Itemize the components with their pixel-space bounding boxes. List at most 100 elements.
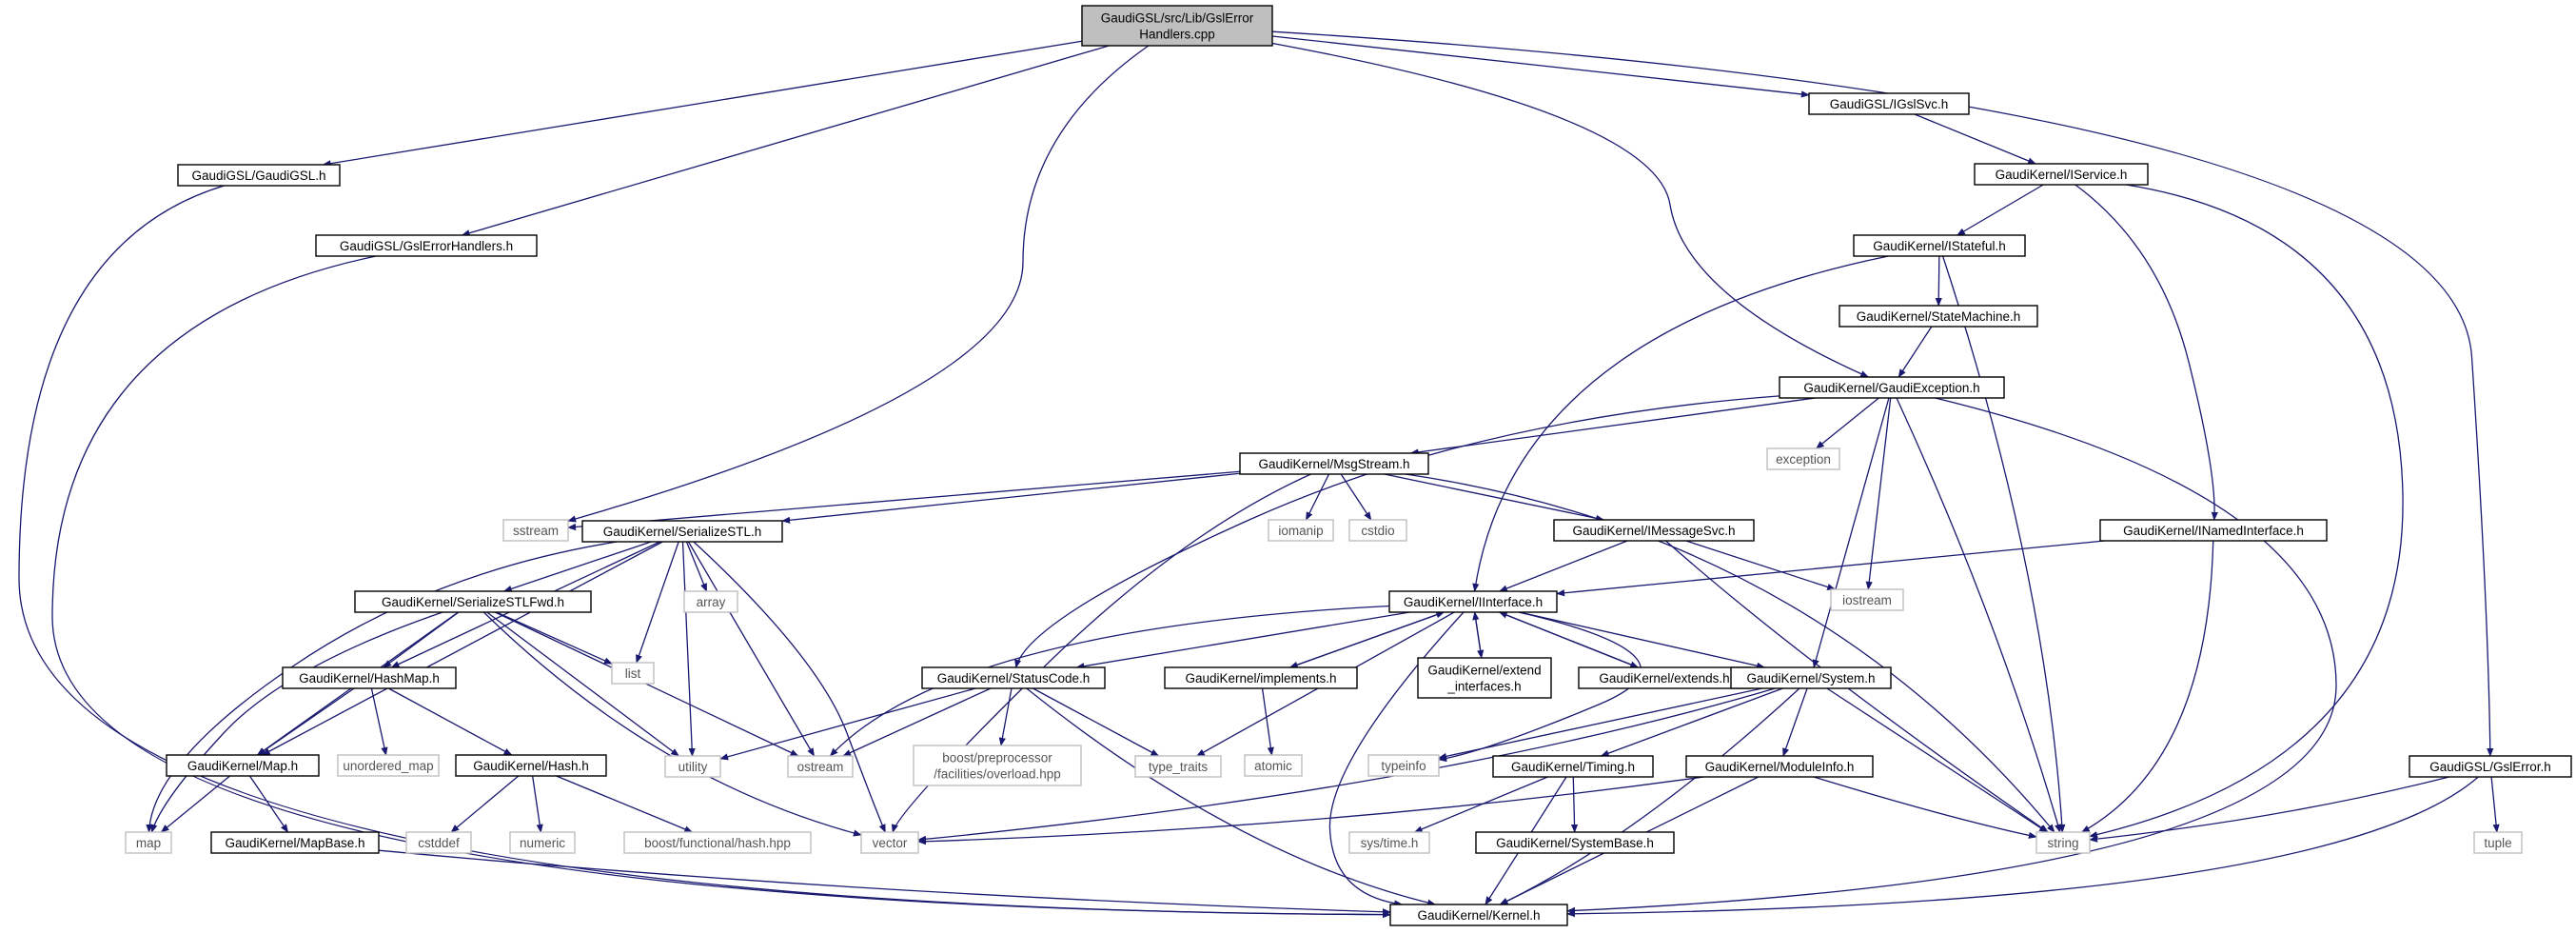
node-box	[1779, 376, 2005, 399]
edge-istateful_h-to-iinterface_h	[1472, 255, 1889, 592]
node-sstream: sstream	[502, 519, 569, 542]
node-serializestl-h[interactable]: GaudiKernel/SerializeSTL.h	[581, 520, 783, 543]
node-system-h[interactable]: GaudiKernel/System.h	[1730, 666, 1892, 689]
node-cstdio: cstdio	[1348, 519, 1407, 542]
node-layer: GaudiGSL/src/Lib/GslErrorHandlers.cppGau…	[125, 5, 2572, 926]
node-typeinfo: typeinfo	[1367, 754, 1440, 777]
edge-moduleinfo_h-to-vector	[917, 776, 1704, 845]
node-box	[2473, 831, 2523, 854]
node-box	[581, 520, 783, 543]
node-gaudigsl-h[interactable]: GaudiGSL/GaudiGSL.h	[177, 164, 341, 187]
edge-gslerror_h-to-kernel_h	[1566, 776, 2479, 918]
edge-gaudiexception_h-to-statuscode_h	[1014, 395, 1780, 668]
node-label: map	[136, 836, 161, 850]
node-label: Handlers.cpp	[1139, 28, 1215, 42]
edge-serializestl_h-to-vector	[693, 541, 886, 833]
node-moduleinfo-h[interactable]: GaudiKernel/ModuleInfo.h	[1685, 755, 1874, 778]
node-string: string	[2035, 831, 2091, 854]
node-iservice-h[interactable]: GaudiKernel/IService.h	[1974, 163, 2149, 186]
node-vector: vector	[860, 831, 919, 854]
node-label: atomic	[1254, 759, 1292, 773]
node-label: GaudiKernel/IStateful.h	[1873, 239, 2006, 253]
node-gslerrorhandlers-h[interactable]: GaudiGSL/GslErrorHandlers.h	[315, 234, 538, 257]
node-box	[1685, 755, 1874, 778]
node-label: _interfaces.h	[1446, 680, 1521, 694]
node-label: GaudiKernel/extend	[1427, 664, 1541, 678]
node-box	[1853, 234, 2026, 257]
node-extend-interfaces-h[interactable]: GaudiKernel/extend _interfaces.h	[1417, 657, 1552, 699]
node-box	[1974, 163, 2149, 186]
node-box	[1417, 657, 1552, 699]
node-mapbase-h[interactable]: GaudiKernel/MapBase.h	[210, 831, 380, 854]
node-label: cstdio	[1361, 524, 1394, 538]
node-igslsvc-h[interactable]: GaudiGSL/IGslSvc.h	[1808, 92, 1970, 115]
node-kernel-h[interactable]: GaudiKernel/Kernel.h	[1389, 904, 1568, 926]
node-box	[1830, 588, 1904, 611]
node-box	[1553, 519, 1755, 542]
node-statuscode-h[interactable]: GaudiKernel/StatusCode.h	[921, 666, 1106, 689]
node-label: array	[697, 595, 726, 609]
node-iomanip: iomanip	[1268, 519, 1334, 542]
node-hash-h[interactable]: GaudiKernel/Hash.h	[455, 754, 607, 777]
node-label: GaudiKernel/Map.h	[187, 759, 298, 773]
edge-iservice_h-to-string	[2089, 184, 2404, 839]
node-box	[1730, 666, 1892, 689]
node-serializestlfwd-h[interactable]: GaudiKernel/SerializeSTLFwd.h	[354, 590, 592, 613]
node-ostream: ostream	[787, 755, 854, 778]
node-box	[509, 831, 576, 854]
node-hashmap-h[interactable]: GaudiKernel/HashMap.h	[282, 666, 457, 689]
edge-gaudiexception_h-to-iostream	[1865, 397, 1892, 590]
edge-gslerror_h-to-tuple	[2490, 776, 2500, 833]
edge-implements_h-to-atomic	[1261, 687, 1274, 756]
node-box	[611, 662, 655, 685]
edge-imessagesvc_h-to-iinterface_h	[1499, 540, 1628, 592]
node-label: boost/preprocessor	[942, 751, 1052, 765]
edge-system_h-to-typeinfo	[1438, 687, 1762, 760]
node-label: GaudiKernel/MapBase.h	[225, 836, 364, 850]
edge-map_h-to-map	[160, 775, 230, 833]
edge-serializestl_h-to-map_h	[261, 541, 663, 756]
node-map-h[interactable]: GaudiKernel/Map.h	[166, 754, 320, 777]
node-box	[623, 831, 812, 854]
node-label: GaudiKernel/IMessageSvc.h	[1572, 524, 1735, 538]
edge-serializestl_h-to-ostream	[687, 541, 816, 757]
edge-system_h-to-vector	[917, 687, 1776, 843]
node-implements-h[interactable]: GaudiKernel/implements.h	[1164, 666, 1358, 689]
edge-timing_h-to-systembase_h	[1570, 776, 1579, 833]
node-label: iostream	[1842, 593, 1892, 607]
node-gslerror-h[interactable]: GaudiGSL/GslError.h	[2409, 755, 2572, 778]
node-box	[282, 666, 457, 689]
node-label: GaudiKernel/Hash.h	[473, 759, 589, 773]
node-gaudiexception-h[interactable]: GaudiKernel/GaudiException.h	[1779, 376, 2005, 399]
edge-hash_h-to-numeric	[531, 775, 543, 833]
node-imessagesvc-h[interactable]: GaudiKernel/IMessageSvc.h	[1553, 519, 1755, 542]
edge-msgstream_h-to-imessagesvc_h	[1384, 473, 1605, 522]
node-box	[2409, 755, 2572, 778]
edge-serializestlfwd_h-to-utility	[486, 611, 680, 757]
node-box	[1244, 754, 1303, 777]
edge-serializestl_h-to-array	[685, 541, 708, 592]
node-timing-h[interactable]: GaudiKernel/Timing.h	[1492, 755, 1654, 778]
node-label: GaudiGSL/IGslSvc.h	[1830, 97, 1949, 111]
edge-root-to-sstream	[567, 45, 1150, 523]
node-extends-h[interactable]: GaudiKernel/extends.h	[1578, 666, 1751, 689]
node-box	[1348, 519, 1407, 542]
edge-iservice_h-to-istateful_h	[1956, 184, 2044, 236]
node-systembase-h[interactable]: GaudiKernel/SystemBase.h	[1475, 831, 1675, 854]
node-statemachine-h[interactable]: GaudiKernel/StateMachine.h	[1839, 305, 2038, 328]
node-label: GaudiKernel/SystemBase.h	[1496, 836, 1654, 850]
node-box	[177, 164, 341, 187]
node-istateful-h[interactable]: GaudiKernel/IStateful.h	[1853, 234, 2026, 257]
edge-serializestl_h-to-list	[636, 541, 679, 664]
node-tuple: tuple	[2473, 831, 2523, 854]
node-msgstream-h[interactable]: GaudiKernel/MsgStream.h	[1239, 452, 1429, 475]
node-inamedinterface-h[interactable]: GaudiKernel/INamedInterface.h	[2099, 519, 2328, 542]
node-box	[1134, 755, 1222, 778]
node-box	[210, 831, 380, 854]
edge-msgstream_h-to-sstream	[567, 470, 1241, 531]
node-iinterface-h[interactable]: GaudiKernel/IInterface.h	[1388, 590, 1558, 613]
node-root[interactable]: GaudiGSL/src/Lib/GslErrorHandlers.cpp	[1081, 5, 1273, 47]
edge-moduleinfo_h-to-string	[1813, 776, 2037, 839]
node-atomic: atomic	[1244, 754, 1303, 777]
node-box	[1475, 831, 1675, 854]
